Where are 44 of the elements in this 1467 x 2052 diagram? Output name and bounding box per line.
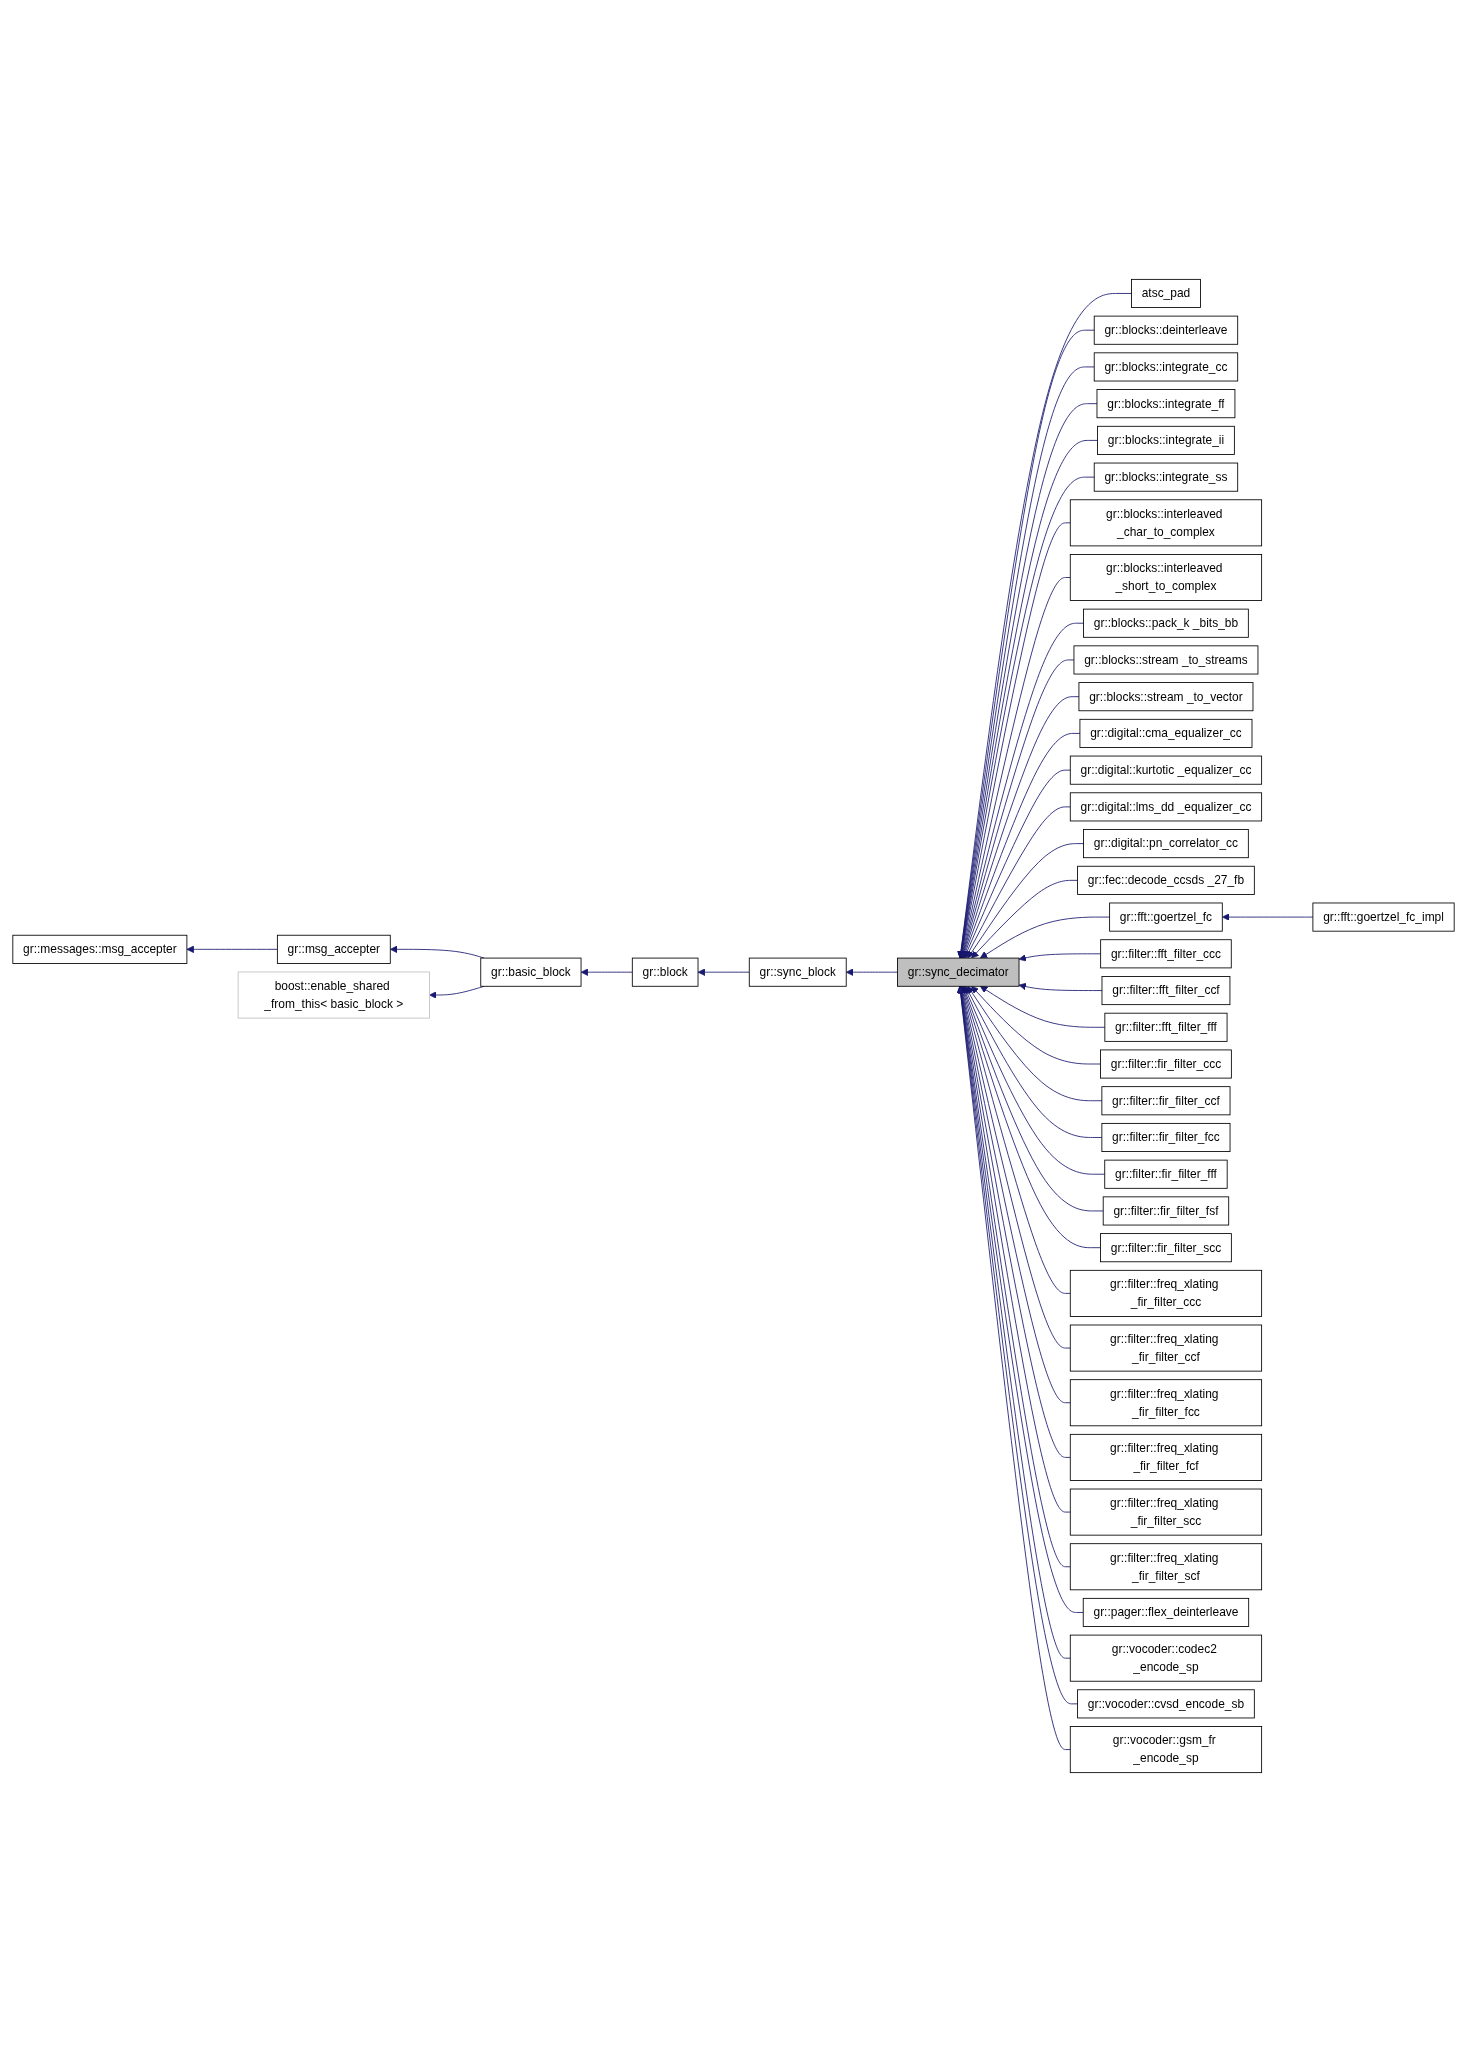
node-box: boost::enable_shared _from_this< basic_block > <box>237 971 430 1019</box>
node-box: gr::digital::pn_correlator_cc <box>1083 829 1249 859</box>
node-box: gr::fft::goertzel_fc <box>1109 902 1223 932</box>
node-box: gr::blocks::integrate_ss <box>1093 462 1239 492</box>
node-box: gr::basic_block <box>480 957 582 987</box>
node-box: gr::filter::freq_xlating _fir_filter_scc <box>1069 1488 1263 1536</box>
node-box: gr::filter::fir_filter_fcc <box>1101 1122 1231 1152</box>
node-box: gr::filter::fir_filter_fsf <box>1102 1196 1230 1226</box>
node-box: gr::blocks::interleaved _short_to_complex <box>1069 554 1263 601</box>
node-box: gr::digital::cma_equalizer_cc <box>1079 718 1253 748</box>
node-box: atsc_pad <box>1131 278 1201 308</box>
node-box: gr::filter::freq_xlating _fir_filter_ccc <box>1069 1269 1263 1317</box>
node-box: gr::filter::fir_filter_fff <box>1104 1159 1228 1189</box>
node-box: gr::blocks::integrate_ii <box>1097 425 1235 455</box>
node-box: gr::blocks::stream _to_vector <box>1078 682 1254 712</box>
node-box: gr::sync_decimator <box>897 957 1020 987</box>
node-box: gr::blocks::integrate_ff <box>1096 389 1236 419</box>
node-box: gr::block <box>631 957 699 987</box>
node-box: gr::blocks::interleaved _char_to_complex <box>1069 499 1263 547</box>
node-box: gr::digital::kurtotic _equalizer_cc <box>1069 755 1263 785</box>
node-box: gr::blocks::stream _to_streams <box>1073 645 1259 675</box>
node-box: gr::digital::lms_dd _equalizer_cc <box>1069 792 1263 822</box>
node-box: gr::pager::flex_deinterleave <box>1082 1597 1250 1627</box>
node-box: gr::filter::freq_xlating _fir_filter_fcc <box>1069 1379 1263 1427</box>
node-box: gr::vocoder::codec2 _encode_sp <box>1069 1634 1263 1682</box>
node-box: gr::msg_accepter <box>276 934 391 964</box>
node-box: gr::vocoder::gsm_fr _encode_sp <box>1069 1726 1263 1774</box>
node-box: gr::vocoder::cvsd_encode_sb <box>1077 1689 1255 1719</box>
node-box: gr::filter::fir_filter_scc <box>1100 1233 1232 1263</box>
node-box: gr::fec::decode_ccsds _27_fb <box>1077 865 1255 895</box>
node-box: gr::filter::fir_filter_ccf <box>1101 1086 1231 1116</box>
node-box: gr::filter::fft_filter_ccc <box>1100 939 1232 969</box>
node-box: gr::sync_block <box>748 957 847 987</box>
node-box: gr::filter::fft_filter_ccf <box>1101 976 1231 1006</box>
node-box: gr::messages::msg_accepter <box>12 934 188 964</box>
node-box: gr::fft::goertzel_fc_impl <box>1312 902 1455 932</box>
node-box: gr::filter::freq_xlating _fir_filter_ccf <box>1069 1324 1263 1372</box>
node-box: gr::blocks::pack_k _bits_bb <box>1083 608 1249 638</box>
node-box: gr::blocks::integrate_cc <box>1093 352 1239 382</box>
node-box: gr::filter::freq_xlating _fir_filter_scf <box>1069 1543 1263 1591</box>
node-box: gr::filter::fir_filter_ccc <box>1100 1049 1232 1079</box>
node-box: gr::blocks::deinterleave <box>1093 315 1239 345</box>
node-box: gr::filter::fft_filter_fff <box>1104 1012 1228 1042</box>
node-box: gr::filter::freq_xlating _fir_filter_fcf <box>1069 1433 1263 1481</box>
